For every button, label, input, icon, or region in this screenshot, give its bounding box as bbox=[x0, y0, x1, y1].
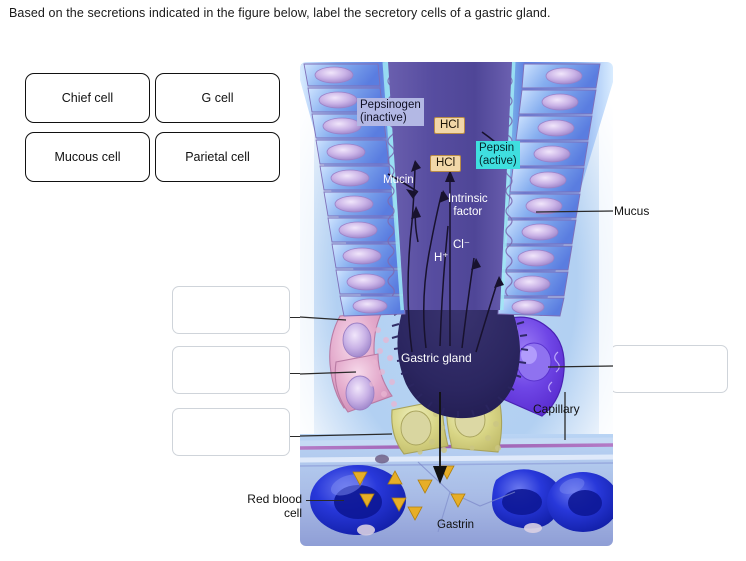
label-hcl-lower: HCl bbox=[430, 155, 462, 172]
label-pepsin: Pepsin (active) bbox=[476, 141, 520, 169]
left-cell-nuclei bbox=[314, 66, 388, 314]
gastric-gland-illustration bbox=[300, 62, 613, 546]
blank-target-4[interactable] bbox=[610, 345, 728, 393]
answer-option-mucous-cell[interactable]: Mucous cell bbox=[25, 132, 150, 182]
mucus-leader bbox=[535, 210, 613, 213]
label-capillary: Capillary bbox=[533, 402, 580, 416]
label-red-blood-cell: Red blood cell bbox=[247, 492, 302, 520]
answer-option-label: Mucous cell bbox=[54, 150, 121, 164]
label-mucus: Mucus bbox=[614, 204, 650, 218]
answer-option-chief-cell[interactable]: Chief cell bbox=[25, 73, 150, 123]
right-cell-nuclei bbox=[511, 67, 583, 315]
label-pepsinogen: Pepsinogen (inactive) bbox=[357, 98, 424, 126]
label-chloride-ion: Cl⁻ bbox=[453, 239, 470, 251]
gastrin-molecules bbox=[352, 465, 466, 521]
label-mucin: Mucin bbox=[383, 174, 414, 186]
gastric-gland-figure: Pepsinogen (inactive) HCl Pepsin (active… bbox=[300, 62, 613, 546]
blank-target-2[interactable] bbox=[172, 346, 290, 394]
red-blood-cells bbox=[310, 465, 613, 535]
answer-option-label: G cell bbox=[201, 91, 234, 105]
answer-option-g-cell[interactable]: G cell bbox=[155, 73, 280, 123]
answer-option-label: Parietal cell bbox=[185, 150, 250, 164]
blank-target-1[interactable] bbox=[172, 286, 290, 334]
arrow-heads bbox=[411, 160, 504, 288]
label-hcl-upper: HCl bbox=[434, 117, 466, 134]
page-title: Based on the secretions indicated in the… bbox=[9, 6, 551, 20]
answer-option-label: Chief cell bbox=[61, 91, 114, 105]
label-hydrogen-ion: H⁺ bbox=[434, 252, 449, 264]
leader-line-red-blood-cell bbox=[306, 500, 344, 502]
label-gastrin: Gastrin bbox=[437, 519, 475, 531]
mucous-cells bbox=[329, 311, 397, 413]
blank-target-3[interactable] bbox=[172, 408, 290, 456]
answer-option-parietal-cell[interactable]: Parietal cell bbox=[155, 132, 280, 182]
label-gastric-gland: Gastric gland bbox=[401, 351, 472, 365]
label-intrinsic-factor: Intrinsic factor bbox=[448, 193, 488, 218]
